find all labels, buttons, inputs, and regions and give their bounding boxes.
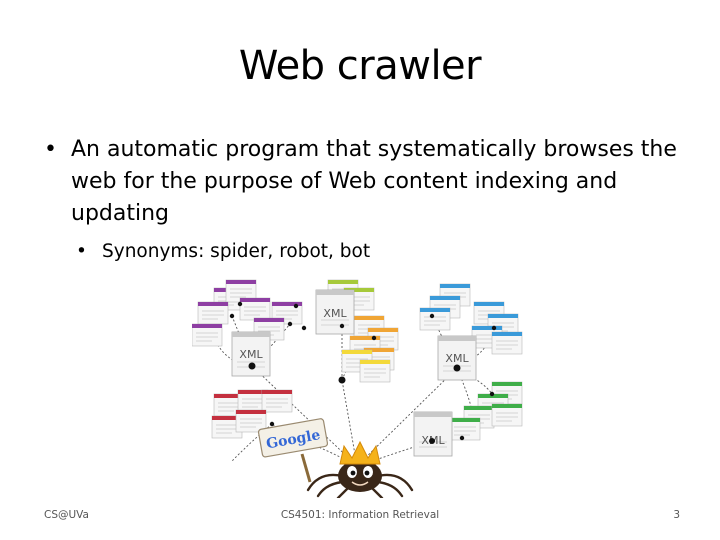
bullet-text: An automatic program that systematically… bbox=[71, 137, 677, 226]
page-cluster-green bbox=[449, 381, 523, 441]
sub-bullet-item: • Synonyms: spider, robot, bot bbox=[76, 239, 676, 265]
slide-title: Web crawler bbox=[238, 43, 482, 89]
footer-course-title: CS4501: Information Retrieval bbox=[280, 509, 440, 521]
svg-text:XML: XML bbox=[445, 352, 469, 365]
bullet-item: • An automatic program that systematicall… bbox=[44, 134, 684, 230]
spider-mascot bbox=[306, 440, 414, 498]
svg-text:XML: XML bbox=[323, 307, 347, 320]
sub-bullet-text: Synonyms: spider, robot, bot bbox=[102, 241, 371, 262]
xml-document: XML bbox=[315, 289, 355, 335]
xml-document: XML bbox=[231, 331, 271, 377]
sub-bullet-glyph: • bbox=[76, 241, 87, 262]
web-crawler-illustration: XML XML XML XML bbox=[192, 279, 523, 498]
page-number: 3 bbox=[673, 509, 680, 521]
link-nodes bbox=[229, 301, 497, 444]
bullet-glyph: • bbox=[44, 137, 57, 162]
xml-document: XML bbox=[413, 411, 453, 457]
svg-text:XML: XML bbox=[239, 348, 263, 361]
xml-document: XML bbox=[437, 335, 477, 381]
google-sign: Google bbox=[257, 418, 329, 483]
footer-course-org: CS@UVa bbox=[44, 509, 89, 521]
